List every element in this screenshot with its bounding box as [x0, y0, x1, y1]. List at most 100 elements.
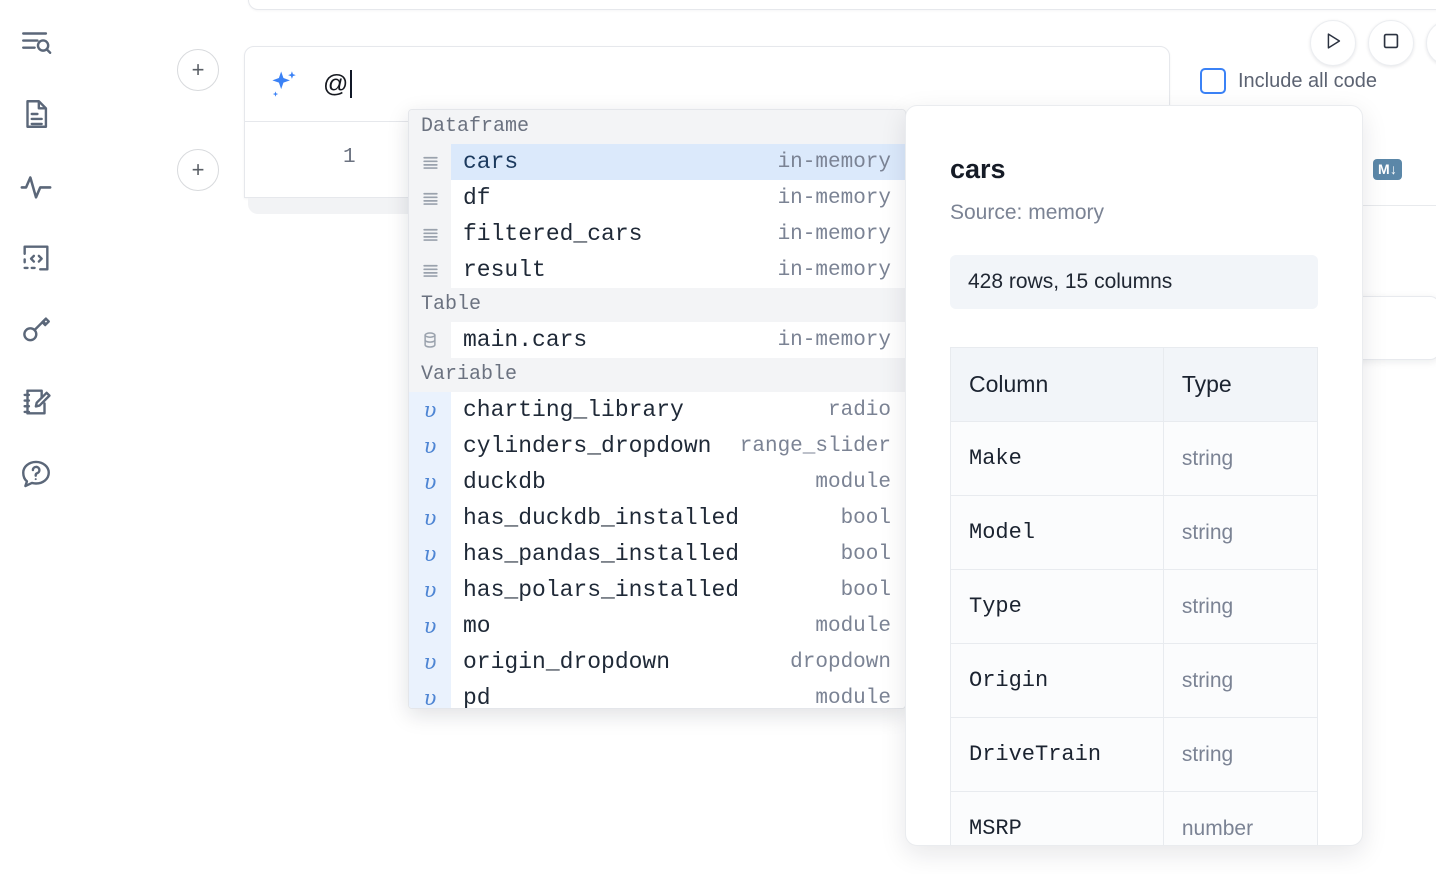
autocomplete-item-charting-library[interactable]: υ charting_library radio	[409, 392, 905, 428]
autocomplete-item-type: bool	[840, 542, 891, 566]
cell-column-type: string	[1162, 495, 1319, 570]
markdown-icon[interactable]: M↓	[1373, 159, 1403, 180]
cell-column-type: number	[1162, 791, 1319, 845]
table-row: Type string	[950, 569, 1319, 644]
autocomplete-item-cylinders-dropdown[interactable]: υ cylinders_dropdown range_slider	[409, 428, 905, 464]
dataframe-icon	[409, 144, 451, 180]
autocomplete-item-type: in-memory	[777, 258, 891, 282]
more-options-button[interactable]	[1426, 20, 1436, 66]
detail-title: cars	[950, 154, 1006, 184]
sidebar-item-explore[interactable]	[12, 18, 60, 66]
autocomplete-item-has-pandas-installed[interactable]: υ has_pandas_installed bool	[409, 536, 905, 572]
autocomplete-item-duckdb[interactable]: υ duckdb module	[409, 464, 905, 500]
table-row: Model string	[950, 495, 1319, 570]
cell-column-name: Origin	[950, 643, 1164, 718]
sidebar-item-notebook-files[interactable]	[12, 90, 60, 138]
table-row: Origin string	[950, 643, 1319, 718]
autocomplete-item-type: in-memory	[777, 328, 891, 352]
variable-icon: υ	[409, 644, 451, 680]
autocomplete-item-type: bool	[840, 578, 891, 602]
autocomplete-item-label: duckdb	[463, 469, 546, 495]
run-button[interactable]	[1310, 20, 1356, 66]
activity-icon	[19, 169, 53, 203]
include-all-code-checkbox[interactable]	[1200, 68, 1226, 94]
document-icon	[19, 97, 53, 131]
detail-source: Source: memory	[950, 201, 1105, 224]
autocomplete-item-df[interactable]: df in-memory	[409, 180, 905, 216]
variable-icon: υ	[409, 608, 451, 644]
variable-icon: υ	[409, 680, 451, 708]
previous-cell-card	[248, 0, 1436, 10]
include-all-code-label: Include all code	[1238, 69, 1377, 92]
autocomplete-item-label: pd	[463, 685, 491, 709]
sidebar-item-scratchpad[interactable]	[12, 378, 60, 426]
variable-icon: υ	[409, 536, 451, 572]
autocomplete-group-header: Table	[409, 288, 905, 322]
table-row: MSRP number	[950, 791, 1319, 845]
autocomplete-item-label: has_polars_installed	[463, 577, 740, 603]
autocomplete-item-origin-dropdown[interactable]: υ origin_dropdown dropdown	[409, 644, 905, 680]
variable-icon: υ	[409, 464, 451, 500]
autocomplete-item-label: charting_library	[463, 397, 684, 423]
cell-column-type: string	[1162, 569, 1319, 644]
stop-button[interactable]	[1368, 20, 1414, 66]
key-icon	[19, 313, 53, 347]
detail-schema-table: Column Type Make string Model string Typ…	[950, 347, 1319, 845]
autocomplete-item-type: dropdown	[790, 650, 891, 674]
variable-icon: υ	[409, 500, 451, 536]
autocomplete-item-label: mo	[463, 613, 491, 639]
outline-search-icon	[19, 25, 53, 59]
sidebar-item-help[interactable]	[12, 450, 60, 498]
dataframe-icon	[409, 216, 451, 252]
autocomplete-group-header: Dataframe	[409, 110, 905, 144]
autocomplete-item-type: module	[815, 470, 891, 494]
cell-column-type: string	[1162, 717, 1319, 792]
column-header-type: Type	[1162, 347, 1319, 422]
ai-prompt-input[interactable]: @	[323, 47, 1169, 121]
autocomplete-item-type: in-memory	[777, 150, 891, 174]
cell-column-type: string	[1162, 421, 1319, 496]
autocomplete-item-main-cars[interactable]: main.cars in-memory	[409, 322, 905, 358]
cell-column-name: MSRP	[950, 791, 1164, 845]
autocomplete-item-type: range_slider	[739, 434, 891, 458]
table-header-row: Column Type	[950, 347, 1319, 422]
autocomplete-item-pd[interactable]: υ pd module	[409, 680, 905, 709]
autocomplete-item-label: cylinders_dropdown	[463, 433, 712, 459]
help-chat-icon	[19, 457, 53, 491]
code-snippet-icon	[19, 241, 53, 275]
autocomplete-item-label: df	[463, 185, 491, 211]
autocomplete-item-has-duckdb-installed[interactable]: υ has_duckdb_installed bool	[409, 500, 905, 536]
detail-stats-badge: 428 rows, 15 columns	[950, 255, 1318, 309]
autocomplete-item-has-polars-installed[interactable]: υ has_polars_installed bool	[409, 572, 905, 608]
ai-prompt-value: @	[323, 69, 349, 98]
autocomplete-item-type: in-memory	[777, 222, 891, 246]
cell-column-name: Model	[950, 495, 1164, 570]
autocomplete-item-result[interactable]: result in-memory	[409, 252, 905, 288]
dataframe-detail-panel: cars Source: memory 428 rows, 15 columns…	[905, 105, 1363, 846]
add-cell-button-bottom[interactable]: +	[177, 149, 219, 191]
autocomplete-item-mo[interactable]: υ mo module	[409, 608, 905, 644]
autocomplete-item-cars[interactable]: cars in-memory	[409, 144, 905, 180]
cell-run-controls	[1310, 20, 1436, 66]
autocomplete-item-label: origin_dropdown	[463, 649, 671, 675]
stop-square-icon	[1380, 30, 1402, 57]
autocomplete-item-label: has_pandas_installed	[463, 541, 740, 567]
table-row: DriveTrain string	[950, 717, 1319, 792]
include-all-code-row[interactable]: Include all code	[1200, 68, 1377, 94]
autocomplete-item-type: in-memory	[777, 186, 891, 210]
text-caret	[349, 70, 352, 98]
add-cell-button-top[interactable]: +	[177, 49, 219, 91]
play-icon	[1322, 30, 1344, 57]
cell-column-name: Type	[950, 569, 1164, 644]
scratchpad-icon	[19, 385, 53, 419]
sidebar-item-snippets[interactable]	[12, 234, 60, 282]
autocomplete-item-label: filtered_cars	[463, 221, 643, 247]
autocomplete-dropdown[interactable]: Dataframe cars in-memory	[408, 109, 906, 709]
autocomplete-item-filtered-cars[interactable]: filtered_cars in-memory	[409, 216, 905, 252]
sidebar-item-secrets[interactable]	[12, 306, 60, 354]
variable-icon: υ	[409, 428, 451, 464]
sidebar-item-variables[interactable]	[12, 162, 60, 210]
database-icon	[409, 322, 451, 358]
autocomplete-item-label: has_duckdb_installed	[463, 505, 740, 531]
